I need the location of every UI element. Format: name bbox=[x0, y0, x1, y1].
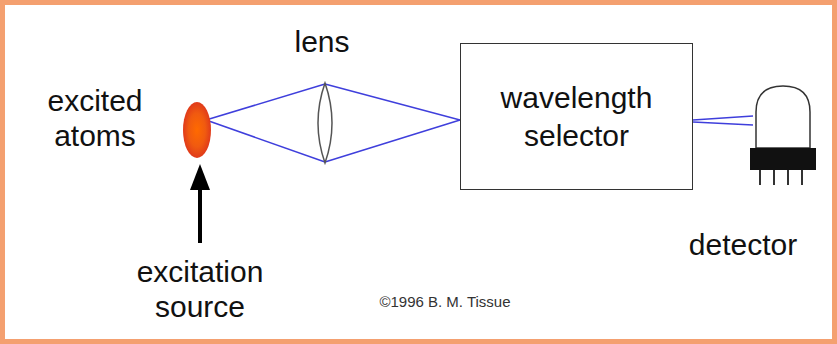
lens-label: lens bbox=[294, 24, 349, 59]
wavelength-selector-box: wavelength selector bbox=[460, 43, 693, 190]
lens-symbol bbox=[318, 83, 332, 163]
excited-atoms-glow bbox=[183, 102, 211, 158]
detector-tube bbox=[756, 86, 810, 148]
detector-base bbox=[750, 148, 816, 170]
source-label: excitation source bbox=[105, 254, 295, 325]
excitation-arrowhead bbox=[190, 164, 210, 190]
copyright-note: ©1996 B. M. Tissue bbox=[379, 293, 510, 311]
excitation-arrow bbox=[198, 185, 202, 243]
detector-pins bbox=[760, 170, 802, 185]
detector-label: detector bbox=[689, 227, 797, 262]
node-text: wavelength selector bbox=[480, 79, 673, 154]
atoms-label: excited atoms bbox=[20, 83, 170, 154]
